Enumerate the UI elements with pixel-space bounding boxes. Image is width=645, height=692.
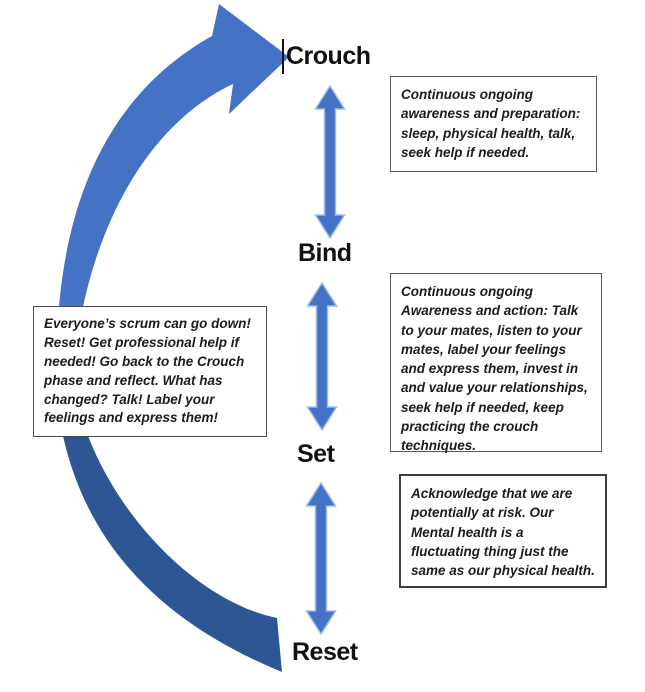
stage-label-reset[interactable]: Reset — [292, 638, 358, 666]
double-arrow-crouch-bind[interactable] — [314, 84, 346, 240]
stage-label-crouch[interactable]: Crouch — [286, 42, 371, 70]
stage-label-bind[interactable]: Bind — [298, 239, 352, 267]
double-arrow-bind-set[interactable] — [306, 281, 338, 432]
cycle-arrow-to-crouch[interactable] — [57, 4, 289, 340]
double-arrow-set-reset[interactable] — [305, 481, 337, 636]
note-box-bind[interactable]: Continuous ongoing Awareness and action:… — [390, 273, 602, 453]
note-box-reset[interactable]: Everyone’s scrum can go down! Reset! Get… — [33, 306, 267, 437]
cycle-arc-lower[interactable] — [57, 400, 282, 672]
text-caret — [282, 39, 284, 74]
stage-label-set[interactable]: Set — [297, 440, 335, 468]
note-box-crouch[interactable]: Continuous ongoing awareness and prepara… — [390, 76, 597, 172]
note-box-set[interactable]: Acknowledge that we are potentially at r… — [399, 474, 607, 588]
